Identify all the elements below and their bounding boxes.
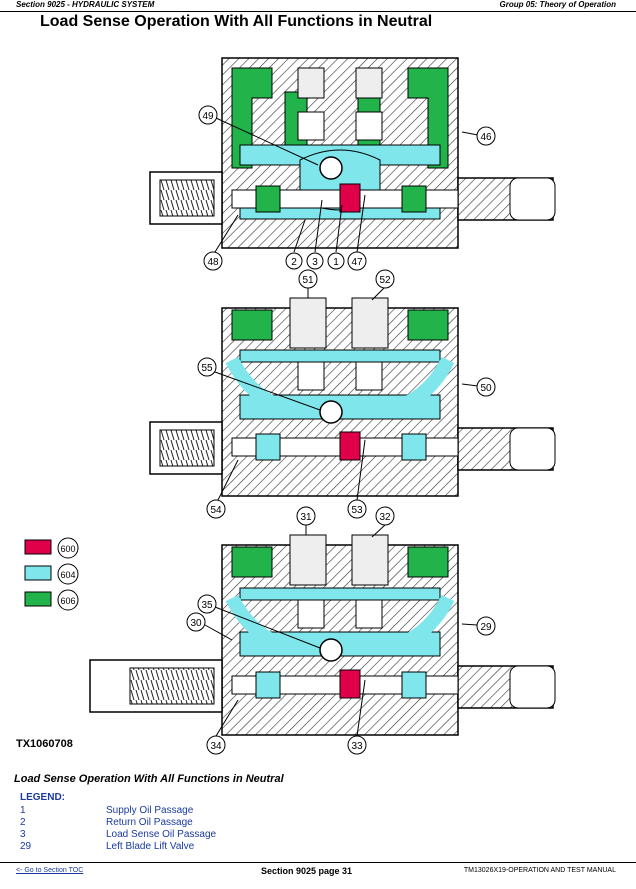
legend-title: LEGEND: <box>20 792 65 803</box>
legend-text: Supply Oil Passage <box>106 805 194 816</box>
manual-name: TM13026X19-OPERATION AND TEST MANUAL <box>463 867 616 874</box>
legend-item: 3 Load Sense Oil Passage <box>20 829 320 841</box>
callout-46: 46 <box>480 132 492 143</box>
callout-31: 31 <box>300 512 312 523</box>
figure-caption: Load Sense Operation With All Functions … <box>14 773 284 785</box>
swatch-label-606: 606 <box>60 596 75 606</box>
figure-id: TX1060708 <box>16 738 73 750</box>
legend-item: 1 Supply Oil Passage <box>20 805 320 817</box>
swatch-label-604: 604 <box>60 570 75 580</box>
callout-53: 53 <box>351 505 363 516</box>
legend-text: Left Blade Lift Valve <box>106 841 195 852</box>
valve-diagram: 49 46 48 2 3 1 47 <box>24 57 556 755</box>
callout-1: 1 <box>333 257 339 268</box>
callout-35: 35 <box>201 600 213 611</box>
valve-view-1 <box>149 57 556 249</box>
page-footer: <- Go to Section TOC Section 9025 page 3… <box>0 862 636 883</box>
callouts-view-3: 31 32 35 30 29 34 33 <box>186 506 496 755</box>
legend-number: 1 <box>20 805 26 816</box>
callout-29: 29 <box>480 622 492 633</box>
callouts-view-1: 49 46 48 2 3 1 47 <box>198 105 496 271</box>
swatch-label-600: 600 <box>60 544 75 554</box>
header-section: Section 9025 - HYDRAULIC SYSTEM <box>16 0 155 9</box>
header-group: Group 05: Theory of Operation <box>499 0 616 9</box>
legend-number: 3 <box>20 829 26 840</box>
callout-3: 3 <box>312 257 318 268</box>
callout-30: 30 <box>190 618 202 629</box>
valve-view-3 <box>89 534 556 736</box>
callout-47: 47 <box>351 257 363 268</box>
page-title: Load Sense Operation With All Functions … <box>40 13 433 30</box>
page-header: Section 9025 - HYDRAULIC SYSTEM Group 05… <box>0 0 636 12</box>
callouts-view-2: 51 52 55 50 54 53 <box>197 269 496 519</box>
legend-number: 29 <box>20 841 32 852</box>
swatch-604 <box>24 565 52 581</box>
section-toc-link[interactable]: <- Go to Section TOC <box>16 867 84 874</box>
callout-50: 50 <box>480 383 492 394</box>
callout-32: 32 <box>379 512 391 523</box>
callout-52: 52 <box>379 275 391 286</box>
color-key: 600 604 606 <box>24 537 79 611</box>
page-number: Section 9025 page 31 <box>261 866 353 876</box>
legend-text: Return Oil Passage <box>106 817 193 828</box>
callout-51: 51 <box>302 275 314 286</box>
callout-33: 33 <box>351 741 363 752</box>
legend-number: 2 <box>20 817 26 828</box>
valve-view-2 <box>149 297 556 497</box>
callout-34: 34 <box>210 741 222 752</box>
legend-item: 29 Left Blade Lift Valve <box>20 841 320 853</box>
swatch-600 <box>24 539 52 555</box>
legend-text: Load Sense Oil Passage <box>106 829 217 840</box>
swatch-606 <box>24 591 52 607</box>
callout-49: 49 <box>202 111 214 122</box>
callout-55: 55 <box>201 363 213 374</box>
callout-2: 2 <box>291 257 297 268</box>
legend-item: 2 Return Oil Passage <box>20 817 320 829</box>
callout-48: 48 <box>207 257 219 268</box>
callout-54: 54 <box>210 505 222 516</box>
